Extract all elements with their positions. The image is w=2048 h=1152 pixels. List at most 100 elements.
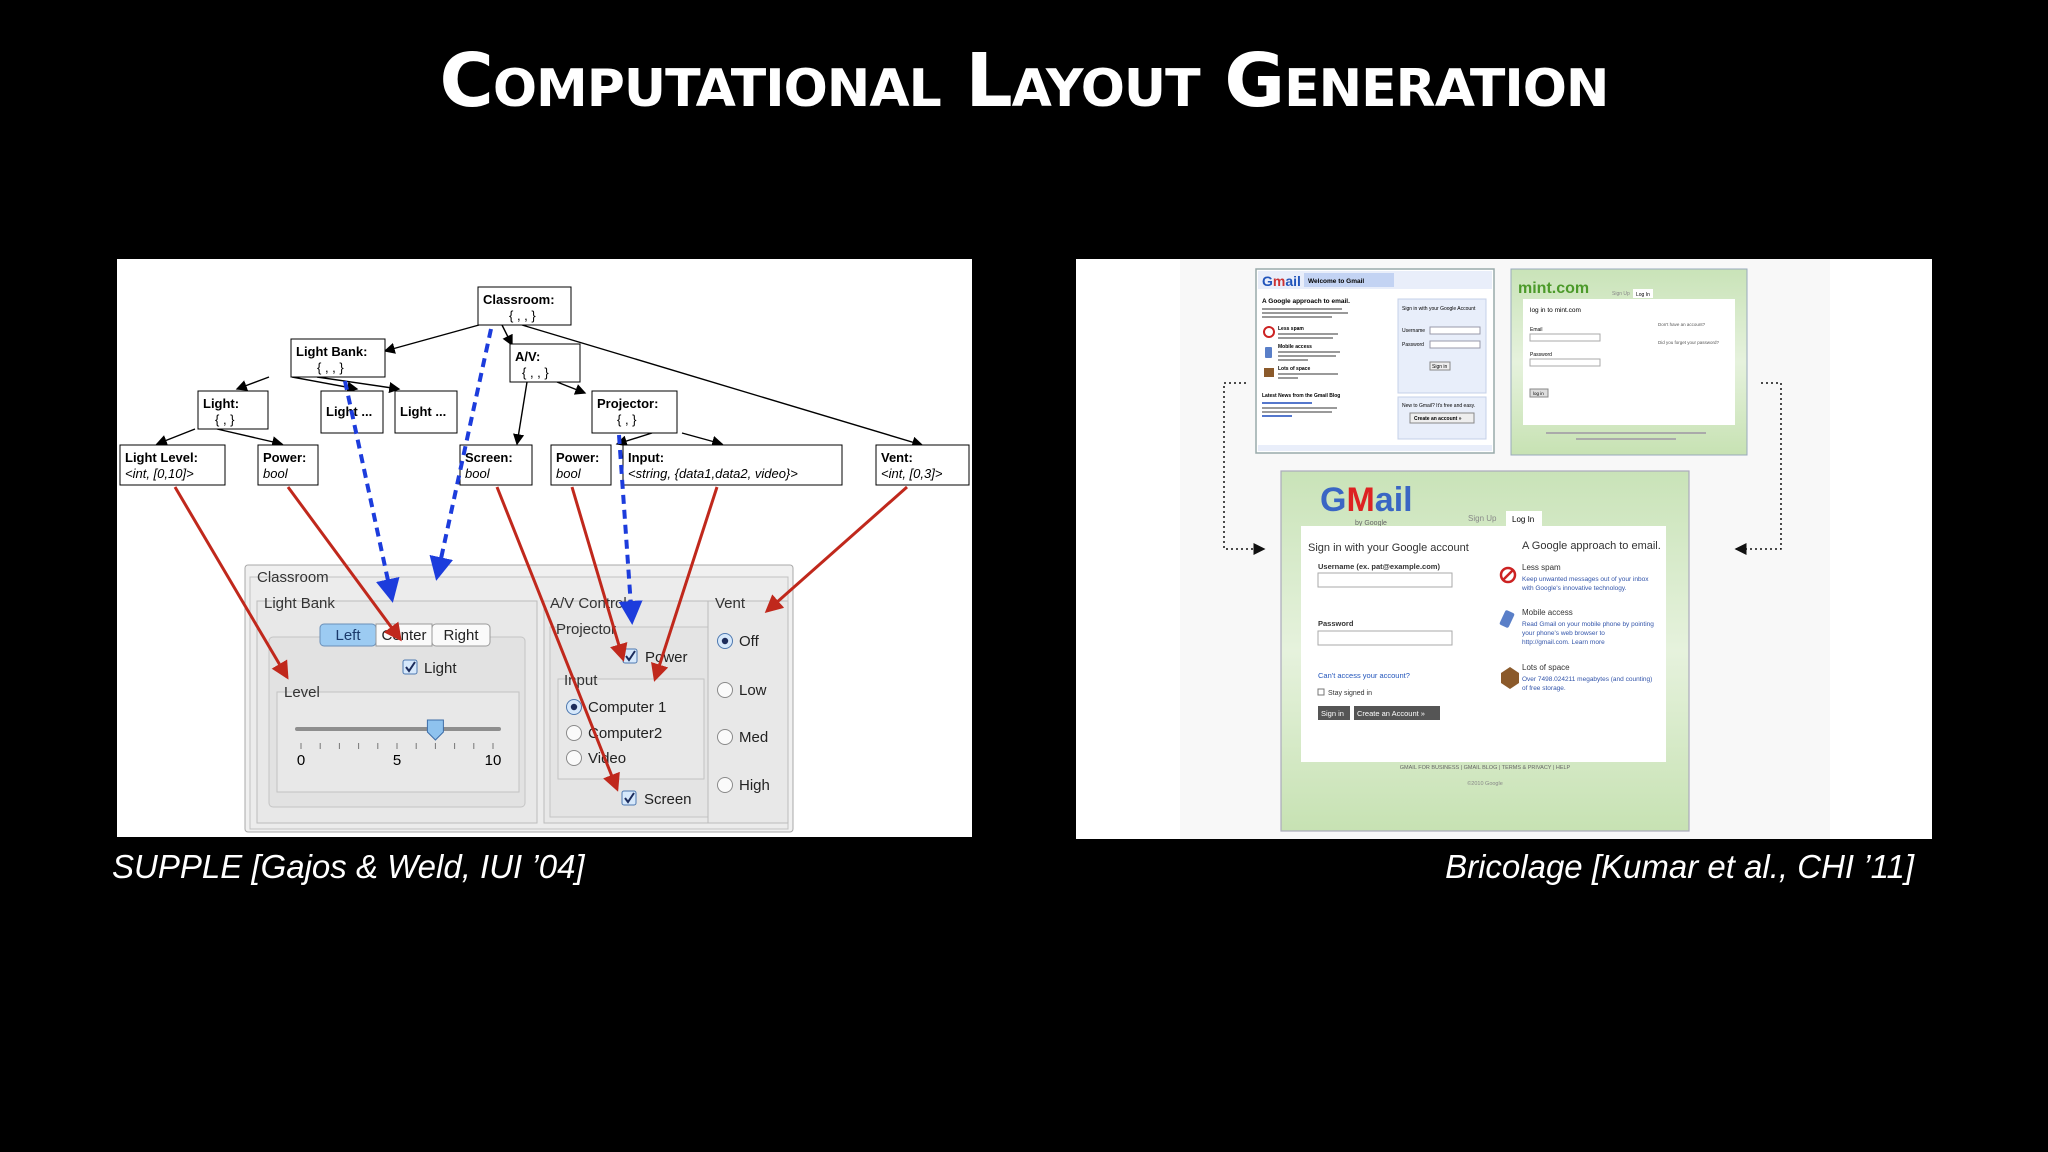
mint-email-input[interactable] [1529, 333, 1601, 342]
svg-text:Light Level:: Light Level: [125, 450, 198, 465]
power-checkbox[interactable]: Power [622, 648, 688, 666]
supple-diagram: Classroom: { , , } Light Bank: { , , } A… [119, 286, 970, 833]
level-slider[interactable]: 0 5 10 [295, 719, 502, 769]
light-checkbox[interactable]: Light [402, 659, 457, 677]
gmail-username-input[interactable] [1317, 572, 1453, 588]
caption-supple: SUPPLE [Gajos & Weld, IUI ’04] [112, 848, 585, 885]
svg-text:Sign in: Sign in [1432, 364, 1448, 370]
stay-signed-checkbox[interactable] [1317, 688, 1325, 696]
svg-text:{ , }: { , } [215, 412, 235, 427]
gmail-create-account-button[interactable] [1354, 706, 1440, 720]
svg-text:bool: bool [263, 466, 289, 481]
input-radio-computer1[interactable]: Computer 1 [566, 699, 667, 716]
mint-page: mint.com Sign Up Log In log in to mint.c… [1510, 268, 1748, 456]
screen-checkbox[interactable]: Screen [621, 790, 692, 808]
gmail-tab-login[interactable]: Log In [1512, 515, 1534, 524]
svg-text:High: High [739, 777, 770, 794]
svg-text:{ , , }: { , , } [317, 360, 344, 375]
segmented-control[interactable]: Left Center Right [319, 623, 491, 647]
svg-text:Right: Right [443, 627, 479, 644]
mint-tab-signup[interactable]: Sign Up [1612, 291, 1630, 297]
svg-text:Keep unwanted messages out of: Keep unwanted messages out of your inbox [1522, 576, 1649, 583]
svg-text:Lots of space: Lots of space [1522, 663, 1570, 672]
blue-mapping-arrows [343, 328, 643, 625]
segment-right[interactable] [431, 623, 491, 647]
svg-text:Sign in: Sign in [1321, 709, 1344, 718]
svg-text:with Google's innovative techn: with Google's innovative technology. [1521, 585, 1627, 592]
svg-text:Projector:: Projector: [597, 396, 658, 411]
svg-text:log in to mint.com: log in to mint.com [1530, 307, 1581, 314]
gmail-small-logo: Gmail [1262, 273, 1301, 289]
gmail-small-signin-button[interactable] [1429, 361, 1451, 371]
generated-ui: Classroom Light Bank Left Center Right L… [244, 564, 794, 833]
mint-tab-login[interactable]: Log In [1636, 292, 1650, 298]
svg-text:Sign in with your Google accou: Sign in with your Google account [1308, 542, 1469, 554]
storage-box-icon [1264, 368, 1274, 377]
svg-text:Mobile access: Mobile access [1278, 344, 1312, 350]
svg-text:Username: Username [1402, 328, 1425, 334]
bricolage-diagram: Gmail Welcome to Gmail A Google approach… [1180, 259, 1830, 839]
group-level-label: Level [284, 684, 320, 701]
input-radio-computer2[interactable]: Computer2 [566, 725, 663, 742]
svg-text:<string, {data1,data2, video}>: <string, {data1,data2, video}> [628, 466, 798, 481]
slider-tick-label: 0 [297, 752, 305, 769]
svg-text:Light ...: Light ... [400, 404, 446, 419]
dotted-transfer-arrows [1223, 382, 1782, 555]
svg-text:A/V:: A/V: [515, 349, 540, 364]
svg-text:A Google approach to email.: A Google approach to email. [1522, 540, 1661, 552]
svg-text:of free storage.: of free storage. [1522, 685, 1566, 692]
svg-text:Power:: Power: [556, 450, 599, 465]
svg-text:Less spam: Less spam [1278, 326, 1304, 332]
svg-text:{ , , }: { , , } [509, 308, 536, 323]
svg-text:Light:: Light: [203, 396, 239, 411]
bricolage-figure: Gmail Welcome to Gmail A Google approach… [1076, 259, 1932, 839]
input-radio-video[interactable]: Video [566, 750, 627, 767]
gmail-small-page: Gmail Welcome to Gmail A Google approach… [1255, 268, 1495, 454]
svg-text:Password: Password [1530, 352, 1552, 358]
group-vent-label: Vent [715, 595, 746, 612]
node-projector: Projector: { , } [591, 390, 678, 434]
slider-tick-label: 5 [393, 752, 401, 769]
svg-text:Input:: Input: [628, 450, 664, 465]
gmail-small-create-button[interactable] [1409, 412, 1475, 424]
caption-bricolage: Bricolage [Kumar et al., CHI ’11] [1445, 848, 1914, 885]
red-mapping-arrows [173, 485, 908, 792]
svg-text:Email: Email [1530, 327, 1543, 333]
node-power-2: Power: bool [550, 444, 612, 486]
svg-text:Lots of space: Lots of space [1278, 366, 1310, 372]
vent-radio-off[interactable]: Off [717, 633, 760, 650]
group-av-label: A/V Controls [550, 595, 634, 612]
svg-text:Welcome to Gmail: Welcome to Gmail [1308, 278, 1364, 285]
svg-text:Power: Power [645, 649, 688, 666]
svg-text:Username (ex. pat@example.com): Username (ex. pat@example.com) [1318, 562, 1440, 571]
mint-login-button[interactable] [1529, 388, 1549, 398]
svg-text:Screen: Screen [644, 791, 692, 808]
gmail-password-input[interactable] [1317, 630, 1453, 646]
svg-text:Sign in with your Google Accou: Sign in with your Google Account [1402, 306, 1476, 312]
svg-text:Light Bank:: Light Bank: [296, 344, 368, 359]
svg-text:Don't have an account?: Don't have an account? [1658, 322, 1706, 327]
svg-text:Password: Password [1402, 342, 1424, 348]
gmail-signin-button[interactable] [1318, 706, 1350, 720]
node-light-3: Light ... [394, 390, 458, 434]
cant-access-link[interactable]: Can't access your account? [1318, 671, 1410, 680]
svg-text:http://gmail.com. Learn more: http://gmail.com. Learn more [1522, 639, 1605, 646]
svg-text:Power:: Power: [263, 450, 306, 465]
svg-text:your phone's web browser to: your phone's web browser to [1522, 630, 1605, 637]
svg-text:log in: log in [1533, 391, 1544, 396]
vent-radio-high[interactable]: High [717, 777, 770, 794]
mint-password-input[interactable] [1529, 358, 1601, 367]
group-classroom-label: Classroom [257, 569, 329, 586]
gmail-logo: GMail [1320, 481, 1413, 519]
slider-tick-label: 10 [485, 752, 502, 769]
vent-radio-med[interactable]: Med [717, 729, 769, 746]
group-light-bank-label: Light Bank [264, 595, 335, 612]
node-light-bank: Light Bank: { , , } [290, 338, 386, 378]
slider-thumb[interactable] [426, 719, 444, 741]
gmail-tab-signup[interactable]: Sign Up [1468, 514, 1497, 523]
vent-radio-low[interactable]: Low [717, 682, 767, 699]
svg-text:Video: Video [588, 750, 626, 767]
mobile-phone-icon [1265, 347, 1272, 358]
no-spam-icon [1263, 326, 1275, 338]
tree-edges [155, 324, 924, 448]
